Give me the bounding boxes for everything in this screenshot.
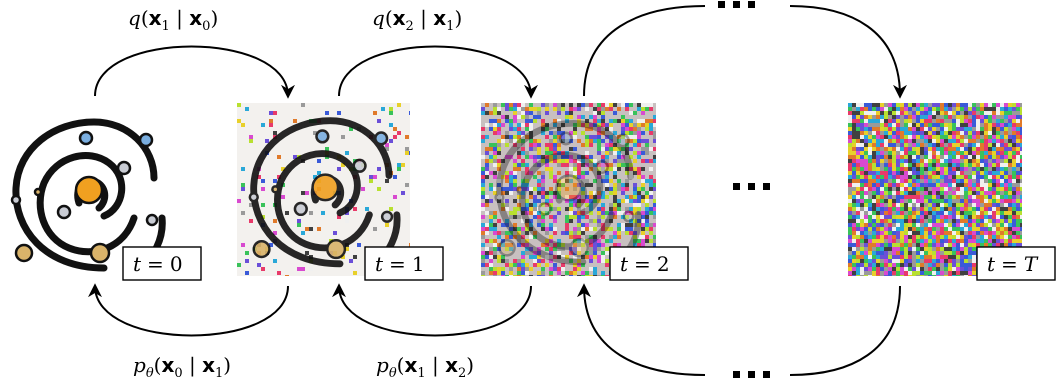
timestep-label-2: t=2 [609,246,689,281]
timestep-label-0: t=0 [122,246,202,281]
reverse-label-1: pθ(x1 | x2) [376,353,474,381]
svg-text:t=1: t=1 [375,252,425,276]
reverse-arrow-T-to-2-left [577,283,706,376]
galaxy-spiral-icon [248,117,401,268]
timestep-label-1: t=1 [364,246,444,281]
reverse-arrow-2-to-1 [332,283,532,337]
forward-label-0: q(x1 | x0) [128,6,218,34]
image-step-0 [10,118,166,272]
reverse-arrow-T-to-2-right [789,285,901,376]
ellipsis-top [718,1,755,8]
ellipsis-middle [733,183,770,190]
ellipsis-bottom [733,371,770,378]
timestep-label-T: t=T [976,246,1056,281]
svg-text:t=2: t=2 [620,252,670,276]
forward-arrow-2-to-T-left [583,5,706,97]
svg-text:t=T: t=T [987,252,1039,276]
image-step-1 [237,103,410,276]
galaxy-spiral-icon [494,119,642,266]
forward-label-1: q(x2 | x1) [372,6,462,34]
svg-text:t=0: t=0 [133,252,183,276]
forward-arrow-2-to-T-right [789,5,907,99]
reverse-label-0: pθ(x0 | x1) [133,353,231,381]
forward-arrow-1-to-2 [338,45,538,99]
forward-arrow-0-to-1 [94,45,295,99]
reverse-arrow-1-to-0 [88,283,289,337]
galaxy-spiral-icon [10,118,166,272]
